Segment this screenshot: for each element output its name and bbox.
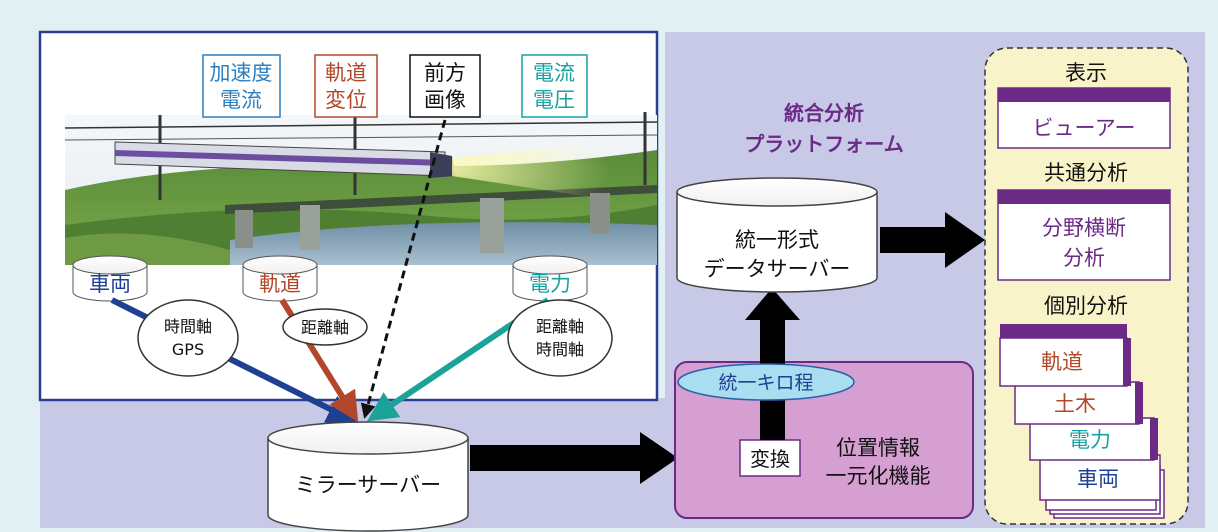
axis-track-distance: 距離軸: [301, 318, 349, 337]
axis-vehicle-time: 時間軸: [164, 317, 212, 336]
card-track-label: 軌道: [1041, 350, 1083, 374]
sensor-current2-label: 電流: [533, 61, 575, 85]
server-to-apps-arrow: [880, 212, 985, 268]
mirror-server-db: ミラーサーバー: [267, 421, 469, 532]
sensor-displacement-label: 変位: [325, 88, 367, 112]
axis-track-bubble: 距離軸: [282, 308, 368, 346]
sensor-current-label: 電流: [220, 88, 262, 112]
source-vehicle-db: 車両: [72, 255, 148, 302]
location-unify-title-1: 位置情報: [836, 436, 920, 460]
unified-kilo-label: 統一キロ程: [718, 372, 813, 394]
axis-power-distance: 距離軸: [536, 317, 584, 336]
cross-field-label-1: 分野横断: [1042, 216, 1126, 240]
source-power-label: 電力: [529, 272, 571, 296]
axis-vehicle-gps: GPS: [172, 340, 204, 359]
card-power-label: 電力: [1069, 428, 1111, 452]
sensor-track-label: 軌道: [325, 61, 367, 85]
card-vehicle: 車両: [1039, 454, 1165, 519]
railway-photo: [38, 30, 659, 402]
cross-field-app: 分野横断 分析: [997, 189, 1171, 281]
mirror-to-location-arrow: [470, 432, 678, 484]
source-track-label: 軌道: [259, 272, 301, 296]
convert-label: 変換: [750, 447, 790, 471]
display-header: 表示: [1065, 61, 1107, 85]
sensor-voltage-label: 電圧: [533, 88, 575, 112]
card-civil: 土木: [1014, 381, 1143, 425]
sensor-accel-current: 加速度 電流: [202, 54, 281, 118]
platform-title-1: 統合分析: [784, 101, 864, 125]
sensor-accel-label: 加速度: [210, 61, 273, 85]
sensor-current-voltage: 電流 電圧: [521, 54, 588, 118]
sensor-image-label: 画像: [424, 88, 466, 112]
card-civil-label: 土木: [1054, 392, 1096, 416]
card-vehicle-label: 車両: [1077, 467, 1119, 491]
cross-field-label-2: 分析: [1063, 246, 1105, 270]
platform-title-2: プラットフォーム: [744, 132, 903, 156]
axis-power-time: 時間軸: [536, 340, 584, 359]
common-analysis-header: 共通分析: [1044, 161, 1128, 185]
unified-server-label-1: 統一形式: [735, 228, 819, 252]
unified-server-label-2: データサーバー: [704, 257, 851, 281]
unified-data-server-db: 統一形式 データサーバー: [676, 177, 878, 293]
mirror-server-label: ミラーサーバー: [295, 473, 441, 497]
location-unify-title-2: 一元化機能: [826, 464, 931, 488]
viewer-label: ビューアー: [1033, 116, 1136, 140]
viewer-app: ビューアー: [997, 87, 1171, 149]
sensor-front-image: 前方 画像: [409, 54, 481, 118]
sensor-track-displacement: 軌道 変位: [314, 54, 378, 118]
unified-kilo-badge: 統一キロ程: [677, 363, 855, 401]
card-power: 電力: [1029, 417, 1158, 461]
axis-vehicle-bubble: 時間軸 GPS: [137, 299, 239, 377]
card-track: 軌道: [999, 324, 1131, 387]
individual-analysis-header: 個別分析: [1044, 294, 1128, 318]
source-power-db: 電力: [512, 255, 588, 302]
source-vehicle-label: 車両: [89, 272, 131, 296]
axis-power-bubble: 距離軸 時間軸: [507, 299, 613, 377]
location-unify-box: 位置情報 一元化機能 変換: [674, 361, 974, 519]
source-track-db: 軌道: [242, 255, 318, 302]
sensor-front-label: 前方: [424, 61, 466, 85]
